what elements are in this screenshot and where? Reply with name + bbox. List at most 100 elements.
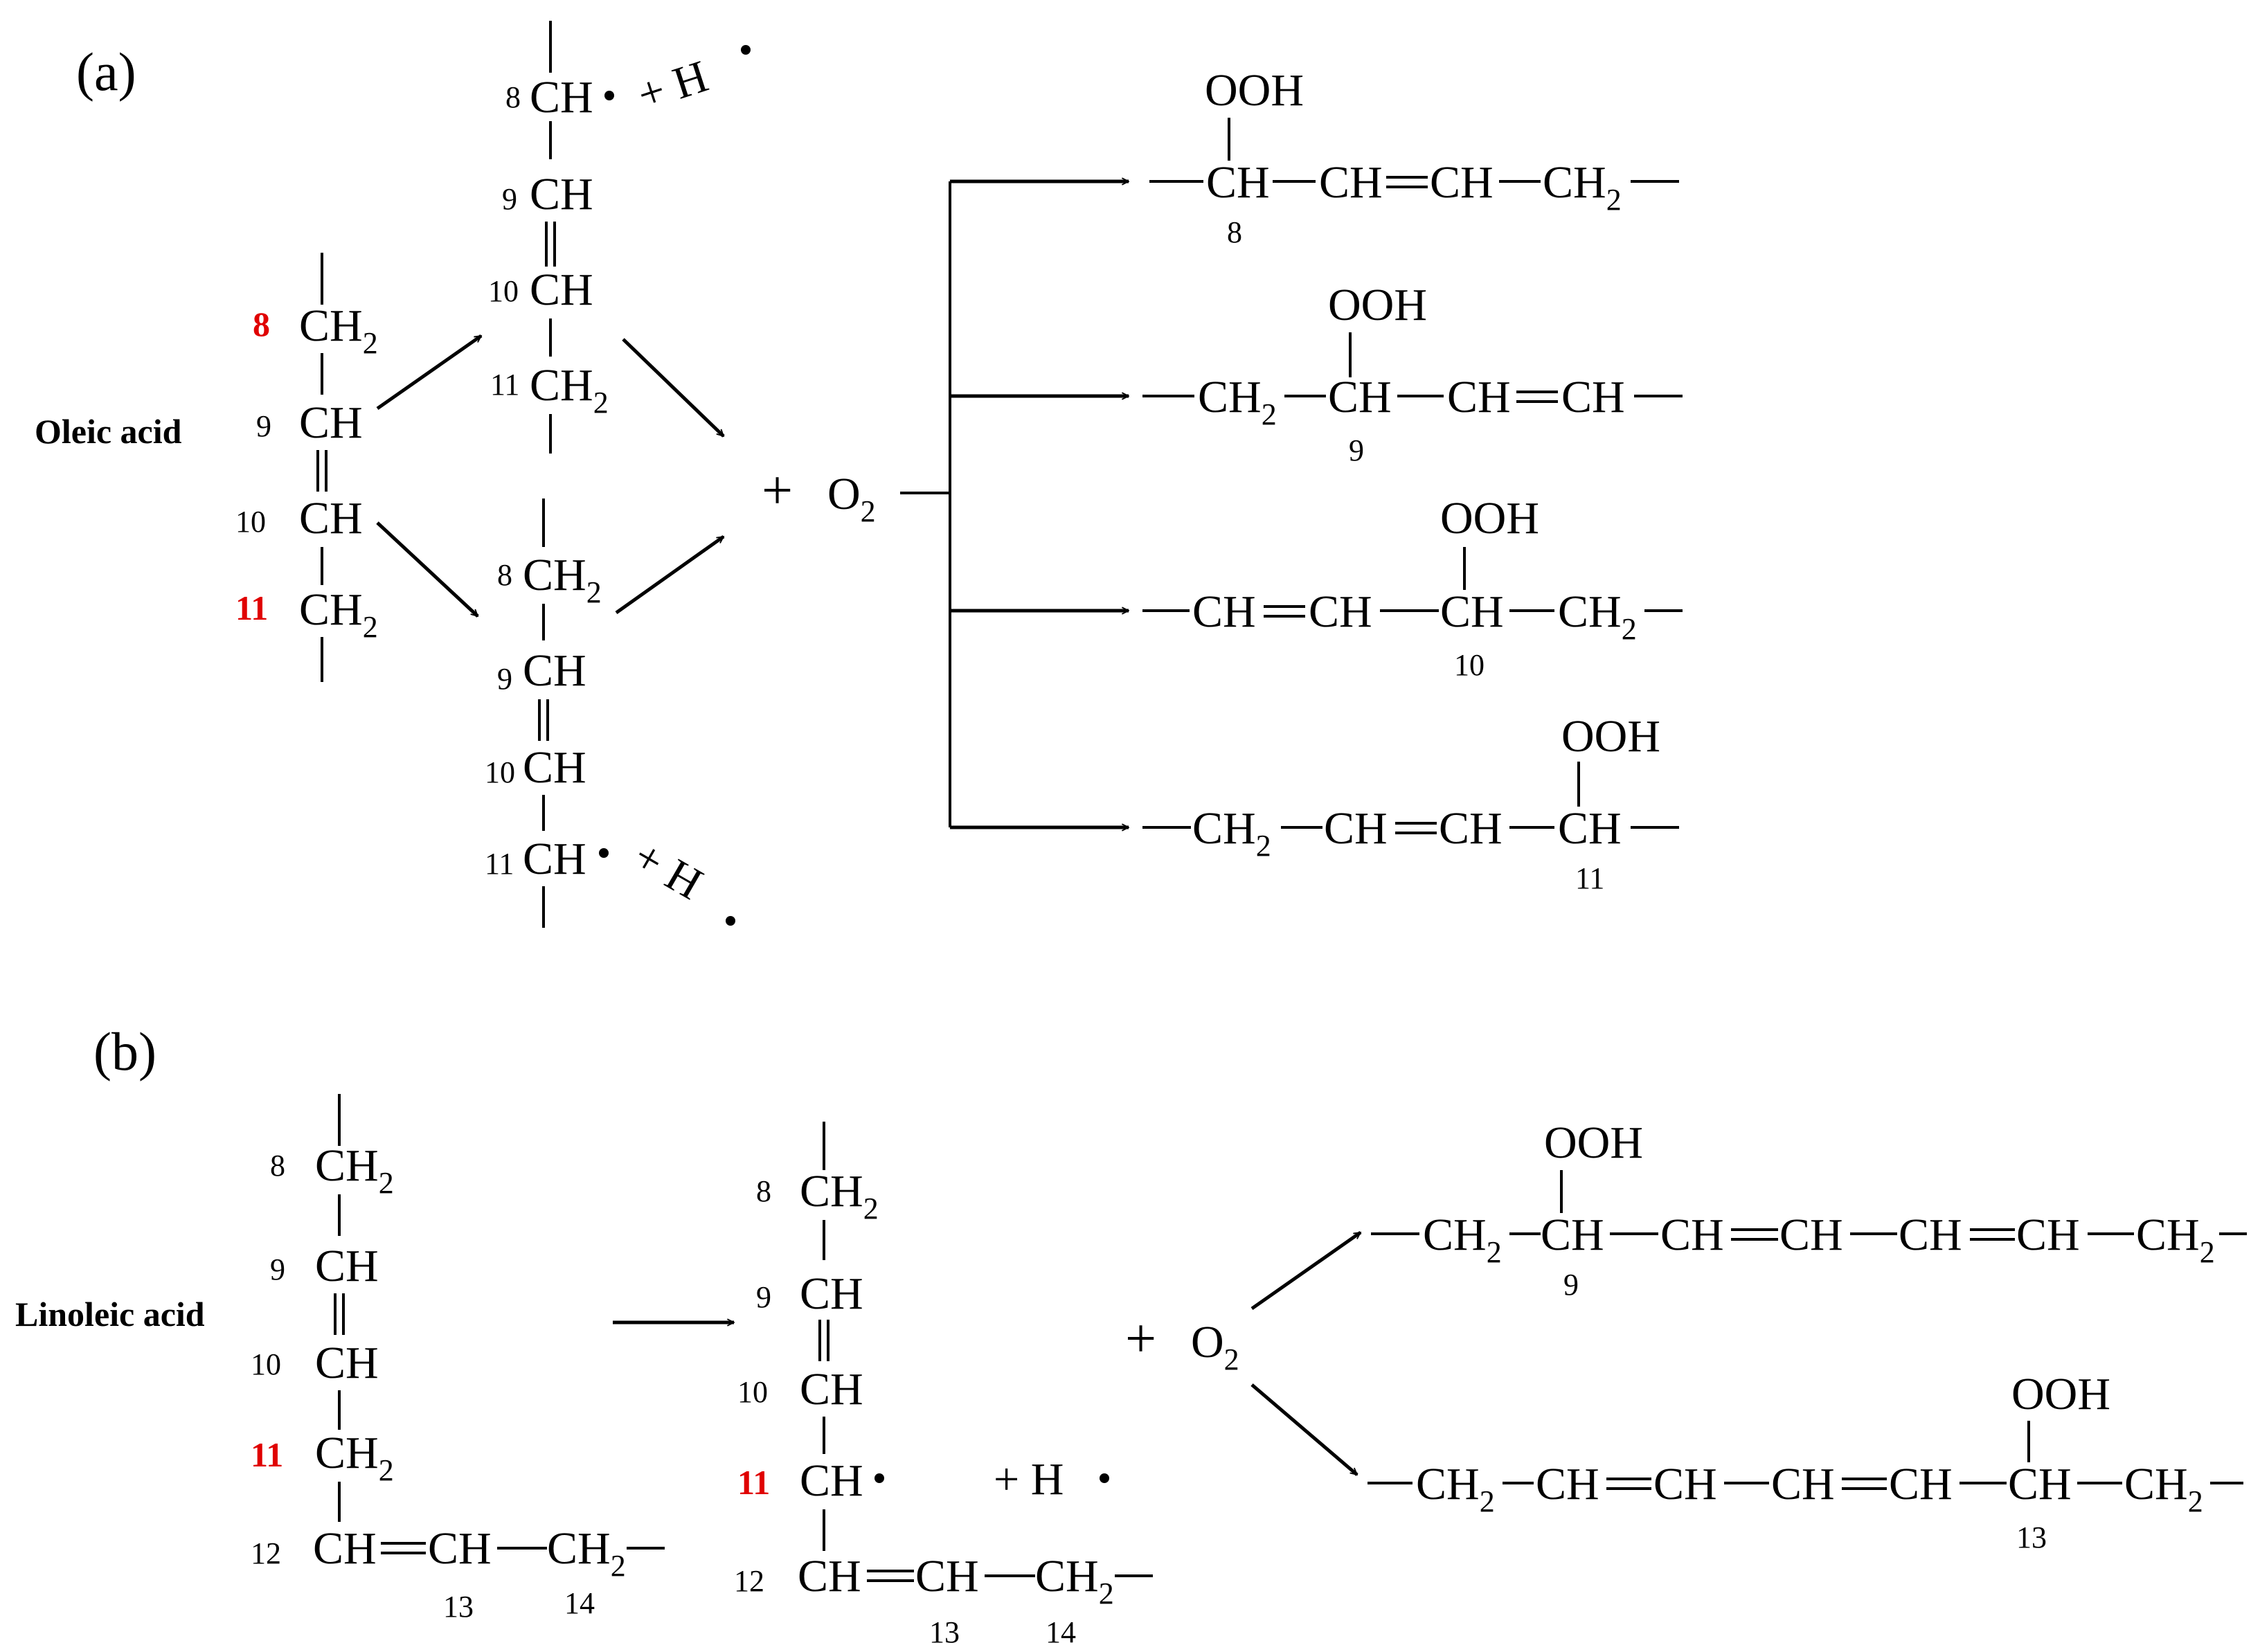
ch2-group: CH2 (1416, 1459, 1495, 1518)
ch-radical: CH (523, 834, 586, 884)
carbon-number: 13 (2016, 1520, 2047, 1554)
ch-group: CH (530, 264, 593, 315)
ooh-group: OOH (1205, 65, 1304, 116)
ch-group: CH (1653, 1459, 1717, 1509)
carbon-number-12: 12 (251, 1536, 281, 1570)
hydroperoxide-c10: OOH CH CH CH 10 CH2 (1142, 493, 1683, 682)
ch-group: CH (523, 645, 586, 696)
arrow (376, 521, 479, 618)
ch-radical: CH (800, 1455, 863, 1506)
carbon-number-8: 8 (253, 305, 270, 343)
plus-sign: + (1125, 1309, 1156, 1370)
radical-dot (604, 91, 614, 100)
carbon-number-9: 9 (756, 1280, 771, 1314)
ch-radical: CH (530, 72, 593, 123)
carbon-number-8: 8 (505, 80, 521, 114)
ch-group: CH (313, 1523, 377, 1574)
ch2-group: CH2 (1543, 157, 1622, 217)
ch2-group: CH2 (1198, 372, 1277, 431)
ch-group: CH (315, 1338, 379, 1388)
carbon-number-8: 8 (756, 1174, 771, 1208)
ch-group: CH (530, 169, 593, 219)
linoleic-hydroperoxide-c9: OOH CH2 CH 9 CH CH CH CH CH2 (1371, 1117, 2247, 1302)
plus-sign: + (762, 460, 793, 521)
radical-c8: 8 CH + H 9 CH 10 CH 11 CH2 (488, 21, 751, 454)
carbon-number-10: 10 (235, 505, 266, 539)
carbon-number-9: 9 (497, 662, 512, 696)
carbon-number-11: 11 (485, 847, 514, 881)
carbon-number-13: 13 (443, 1590, 474, 1624)
arrow (615, 535, 724, 615)
ch-group: CH (1541, 1210, 1604, 1260)
ch2-group: CH2 (1192, 803, 1271, 863)
ooh-group: OOH (1440, 493, 1539, 544)
carbon-number: 9 (1563, 1268, 1579, 1302)
oleic-acid-label: Oleic acid (35, 412, 182, 451)
ch-group: CH (1309, 586, 1372, 637)
arrow (622, 338, 725, 438)
ch2-group: CH2 (1035, 1551, 1114, 1610)
ch-group: CH (1440, 586, 1504, 637)
ch-group: CH (299, 397, 363, 448)
ch2-group: CH2 (530, 360, 609, 420)
carbon-number-8: 8 (497, 558, 512, 592)
radical-dot (1100, 1473, 1109, 1483)
ch-group: CH (798, 1551, 861, 1601)
carbon-number-14: 14 (1046, 1615, 1076, 1649)
ch-group: CH (1889, 1459, 1953, 1509)
radical-dot (599, 848, 609, 858)
plus-h-radical: + H (625, 831, 711, 910)
ch2-group: CH2 (800, 1166, 879, 1225)
plus-h-radical: + H (994, 1454, 1064, 1505)
carbon-number-14: 14 (564, 1586, 595, 1620)
ch-group: CH (800, 1364, 863, 1415)
ch-group: CH (1660, 1210, 1724, 1260)
carbon-number-10: 10 (488, 274, 519, 308)
carbon-number-12: 12 (734, 1564, 764, 1598)
ch-group: CH (1536, 1459, 1599, 1509)
ch-group: CH (523, 742, 586, 793)
carbon-number-11: 11 (235, 589, 268, 627)
carbon-number-9: 9 (270, 1253, 285, 1286)
radical-c11: 8 CH2 9 CH 10 CH 11 CH + H (485, 499, 735, 928)
ooh-group: OOH (1561, 711, 1660, 762)
plus-h-radical: + H (631, 51, 714, 121)
arrow-product-9 (1250, 1230, 1361, 1311)
arrow-product-13 (1250, 1383, 1358, 1476)
carbon-number-9: 9 (256, 409, 271, 443)
carbon-number-10: 10 (737, 1375, 768, 1409)
carbon-number: 8 (1227, 215, 1242, 249)
ch-group: CH (1771, 1459, 1835, 1509)
ch-group: CH (1439, 803, 1503, 854)
ch2-group: CH2 (299, 300, 378, 360)
ch-group: CH (1447, 372, 1511, 422)
linoleic-hydroperoxide-c13: OOH CH2 CH CH CH CH CH 13 CH2 (1367, 1369, 2243, 1554)
ch-group: CH (1192, 586, 1256, 637)
linoleic-radical-c11: 8 CH2 9 CH 10 CH 11 CH + H 12 CH CH 13 C… (734, 1122, 1153, 1649)
ch-group: CH (1328, 372, 1392, 422)
panel-b-label: (b) (93, 1021, 156, 1081)
carbon-number: 10 (1454, 648, 1485, 682)
carbon-number-10: 10 (485, 755, 515, 789)
ch2-group: CH2 (299, 584, 378, 644)
carbon-number-10: 10 (251, 1347, 281, 1381)
linoleic-acid-label: Linoleic acid (15, 1295, 205, 1334)
ch-group: CH (1319, 157, 1383, 208)
carbon-number-8: 8 (270, 1149, 285, 1183)
oxygen-reagent: O2 (1191, 1317, 1239, 1376)
ch-group: CH (2008, 1459, 2072, 1509)
ch-group: CH (915, 1551, 979, 1601)
linoleic-acid-chain: Linoleic acid 8 CH2 9 CH 10 CH 11 CH2 12… (15, 1094, 665, 1624)
ch2-group: CH2 (1558, 586, 1637, 646)
ch-group: CH (1779, 1210, 1843, 1260)
carbon-number-11: 11 (490, 368, 519, 402)
ooh-group: OOH (2011, 1369, 2110, 1419)
ch-group: CH (428, 1523, 492, 1574)
radical-dot (875, 1473, 884, 1483)
carbon-number: 9 (1349, 433, 1364, 467)
ooh-group: OOH (1544, 1117, 1643, 1168)
ch2-group: CH2 (1423, 1210, 1502, 1269)
ch2-group: CH2 (315, 1140, 394, 1200)
ch2-group: CH2 (315, 1428, 394, 1487)
oxygen-reagent: O2 (827, 469, 876, 528)
